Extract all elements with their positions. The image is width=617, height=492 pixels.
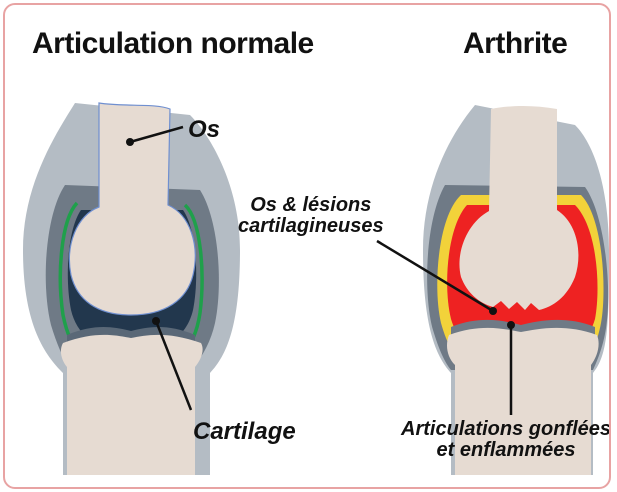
diagram-card: Articulation normale Arthrite: [3, 3, 611, 489]
joint-illustrations: [5, 5, 609, 487]
label-swollen-line2: et enflammées: [401, 440, 611, 461]
label-swollen-line1: Articulations gonflées: [401, 419, 611, 440]
label-lesion-line1: Os & lésions: [238, 195, 384, 216]
label-swollen-joints: Articulations gonflées et enflammées: [401, 419, 611, 461]
label-bone: Os: [188, 117, 220, 142]
label-cartilage: Cartilage: [193, 419, 296, 444]
label-bone-cartilage-lesions: Os & lésions cartilagineuses: [238, 195, 384, 237]
label-lesion-line2: cartilagineuses: [238, 216, 384, 237]
bone-pointer-dot: [126, 138, 134, 146]
normal-lower-bone: [61, 335, 203, 475]
swollen-pointer-dot: [507, 321, 515, 329]
cartilage-pointer-dot: [152, 317, 160, 325]
lesion-pointer-dot: [489, 307, 497, 315]
